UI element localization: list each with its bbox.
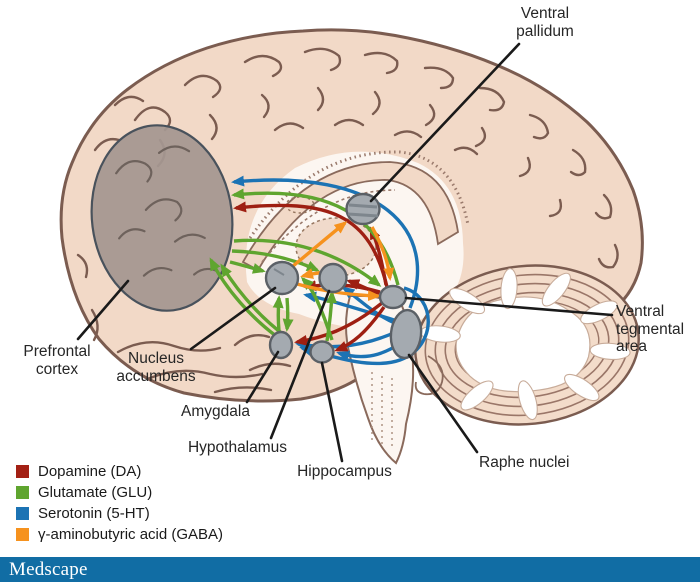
leader-hippocampus — [320, 361, 344, 463]
node-nucleus-accumbens — [264, 260, 300, 296]
legend-item-label: Dopamine (DA) — [38, 463, 142, 480]
legend-item-serotonin: Serotonin (5-HT) — [16, 505, 223, 522]
leader-lines — [76, 42, 614, 463]
gaba-pathways — [291, 221, 395, 302]
nuclei-nodes — [264, 192, 423, 364]
legend-item-dopamine: Dopamine (DA) — [16, 463, 223, 480]
label-nucleus-accumbens: Nucleus accumbens — [116, 350, 196, 385]
neurotransmitter-legend: Dopamine (DA) Glutamate (GLU) Serotonin … — [16, 463, 224, 548]
leader-raphe-nuclei — [407, 353, 479, 454]
node-hypothalamus — [318, 262, 348, 294]
legend-item-label: Serotonin (5-HT) — [38, 505, 150, 522]
label-raphe-nuclei: Raphe nuclei — [479, 454, 570, 471]
legend-item-label: γ-aminobutyric acid (GABA) — [38, 526, 224, 543]
leader-ventral-pallidum — [369, 42, 521, 203]
leader-hypothalamus — [269, 289, 331, 440]
leader-prefrontal-cortex — [76, 279, 130, 341]
serotonin-color-swatch — [16, 507, 29, 520]
medscape-logo: Medscape — [9, 559, 88, 580]
prefrontal-cortex-region — [90, 124, 234, 312]
dopamine-color-swatch — [16, 465, 29, 478]
node-raphe-nuclei — [389, 308, 423, 360]
node-hippocampus — [309, 340, 335, 364]
medscape-brand-bar: Medscape — [0, 557, 700, 582]
leader-amygdala — [245, 350, 280, 404]
legend-item-label: Glutamate (GLU) — [38, 484, 153, 501]
cerebellum — [414, 264, 640, 426]
label-hypothalamus: Hypothalamus — [187, 439, 288, 456]
corpus-callosum — [241, 161, 459, 272]
node-ventral-tegmental-area — [378, 284, 408, 310]
label-hippocampus: Hippocampus — [297, 463, 392, 480]
label-ventral-pallidum: Ventral pallidum — [516, 5, 574, 40]
gaba-color-swatch — [16, 528, 29, 541]
leader-nucleus-accumbens — [189, 286, 277, 351]
legend-item-glutamate: Glutamate (GLU) — [16, 484, 223, 501]
label-amygdala: Amygdala — [181, 403, 250, 420]
legend-item-gaba: γ-aminobutyric acid (GABA) — [16, 526, 224, 543]
leader-ventral-tegmental-area — [404, 296, 614, 317]
brain-illustration — [59, 28, 644, 465]
glutamate-pathways — [209, 188, 400, 342]
label-ventral-tegmental-area: Ventral tegmental area — [616, 303, 685, 355]
node-amygdala — [268, 330, 294, 360]
glutamate-color-swatch — [16, 486, 29, 499]
label-prefrontal-cortex: Prefrontal cortex — [23, 343, 91, 378]
